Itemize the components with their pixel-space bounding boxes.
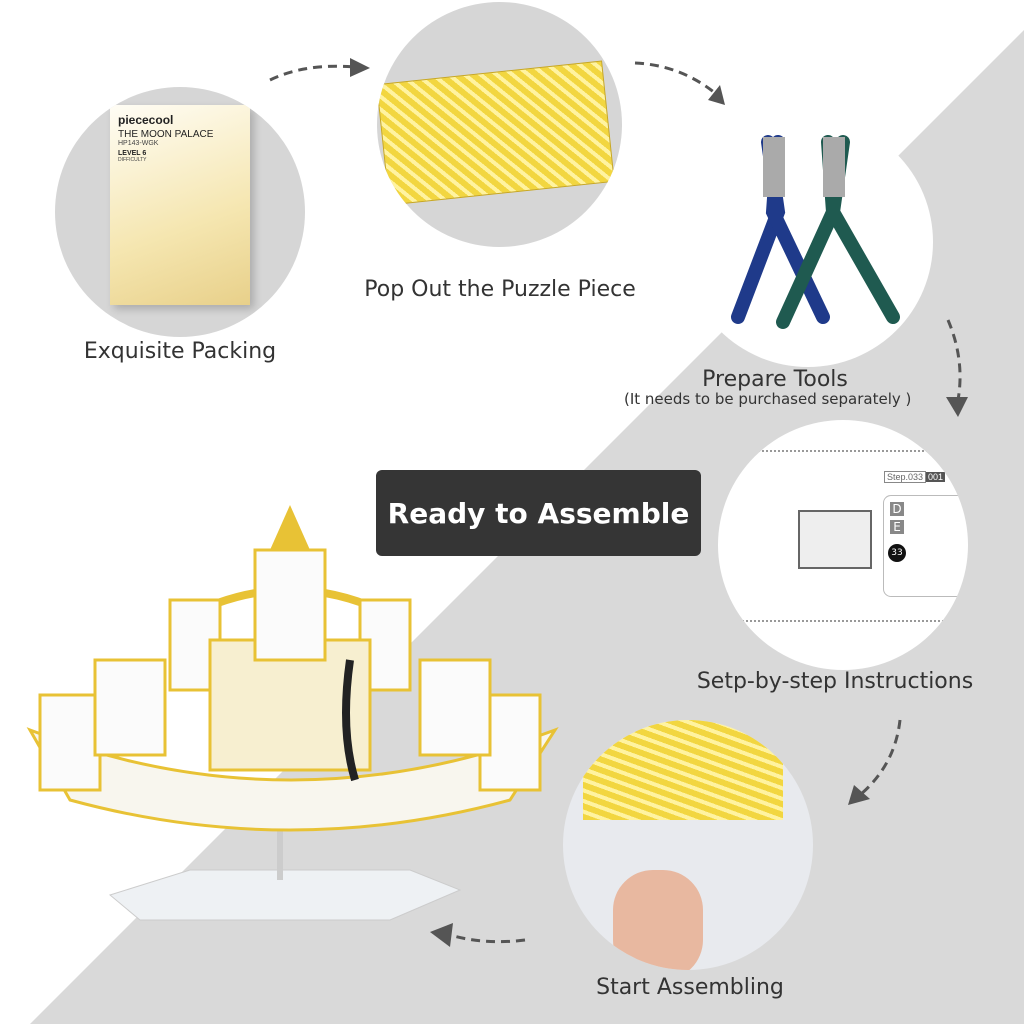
box-title: THE MOON PALACE [118,129,214,140]
box-model: HP143-WGK [118,140,159,147]
arrow-icon [634,61,725,105]
puzzle-sheet-image [377,2,622,247]
tools-image [683,117,933,367]
arrow-icon [848,719,902,805]
assembling-image [563,720,813,970]
arrow-icon [946,319,968,417]
metal-sheets [377,60,615,206]
divider [718,620,968,622]
pliers [731,135,900,329]
step-label-pop-out: Pop Out the Puzzle Piece [364,277,636,302]
hand [613,870,703,970]
step-label-instructions: Setp-by-step Instructions [696,669,974,694]
divider [718,450,968,452]
ready-to-assemble-banner: Ready to Assemble [376,470,701,556]
box-difficulty: DIFFICULTY [118,157,147,163]
packing-image: piececool THE MOON PALACE HP143-WGK LEVE… [55,87,305,337]
product-box: piececool THE MOON PALACE HP143-WGK LEVE… [110,105,250,305]
arrow-icon [430,923,526,947]
hands-assembling [583,720,783,820]
brand-logo: piececool [118,113,174,127]
step-label-packing: Exquisite Packing [83,339,277,364]
box-level: LEVEL 6 [118,150,147,157]
parts-panel: D E 33 [883,495,968,597]
arrow-icon [269,58,370,82]
step-label-assembling: Start Assembling [596,975,784,1000]
instruction-model [798,510,872,569]
step-label-tools: Prepare Tools [702,367,848,392]
tools-note: (It needs to be purchased separately ) [624,390,912,408]
moon-palace-model [26,505,559,921]
